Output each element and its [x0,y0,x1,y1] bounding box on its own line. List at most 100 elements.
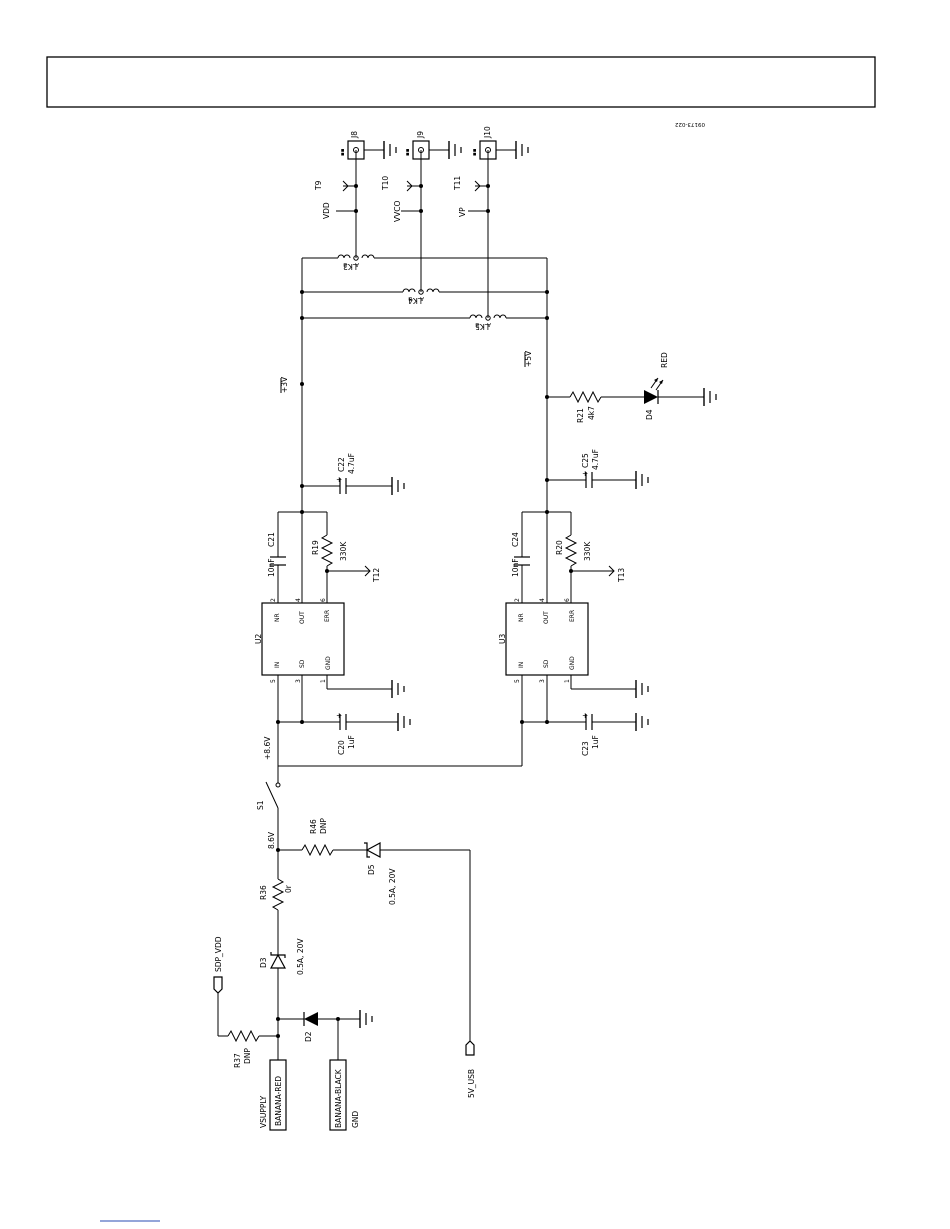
vsupply-label: VSUPPLY [259,1095,268,1128]
r19-value: 330K [339,541,348,561]
t10-testpoint [406,180,413,192]
c22-plus-sign: + [336,475,342,484]
banana-red-label: BANANA-RED [274,1076,283,1126]
c20-value: 1uF [347,735,356,749]
r37-value: DNP [243,1048,252,1064]
u3-pin-in: IN [518,662,525,668]
lk3-b: B [343,261,347,267]
c20-plus-sign: + [336,711,342,720]
r19-resistor [320,534,334,567]
t9-testpoint [342,180,349,192]
lk4-label: LK4 [408,296,422,305]
r46-ref: R46 [309,819,318,834]
r21-ref: R21 [576,408,585,423]
u2-pin-in: IN [274,662,281,668]
d4-value: RED [660,352,669,368]
usb-label: 5V_USB [467,1069,476,1098]
u2-pin-gnd: GND [325,656,332,670]
t11-testpoint [474,180,481,192]
u3-pin-sd: SD [543,659,550,668]
u3-pinnum-in: 5 [514,679,521,683]
r36-resistor [271,878,285,911]
u3-pinnum-nr: 2 [514,598,521,602]
lk5-b: B [475,321,479,327]
r21-value: 4k7 [587,406,596,420]
u3-pinnum-sd: 3 [539,679,546,683]
r37-ref: R37 [233,1053,242,1068]
c23-plus-sign: + [582,711,588,720]
d5-value: 0.5A, 20V [388,868,397,905]
u2-pin-out: OUT [299,611,306,624]
r46-resistor [301,843,334,857]
d2-diode [304,1012,318,1026]
d3-ref: D3 [259,957,268,968]
j8-marks: ▪▪ [340,148,346,156]
vp-label: VP [458,207,467,217]
r20-resistor [564,534,578,567]
d5-diode [365,841,381,859]
lk3-a: A [355,261,359,267]
s1-switch [265,781,279,809]
banana-black-label: BANANA-BLACK [334,1068,343,1128]
t9-label: T9 [314,180,323,191]
r36-ref: R36 [259,885,268,900]
s1-ref: S1 [256,800,265,810]
u2-pin-err: ERR [324,610,331,622]
c21-value: 10nF [267,558,276,577]
c22-value: 4.7uF [347,453,356,474]
r21-resistor [569,390,602,404]
u2-pin-sd: SD [299,659,306,668]
j8-ref: J8 [350,131,359,139]
j9-ref: J9 [416,131,425,139]
u3-pin-out: OUT [543,611,550,624]
d5-ref: D5 [367,864,376,875]
c25-value: 4.7uF [591,449,600,470]
lk5-label: LK5 [475,322,489,331]
u3-pinnum-gnd: 1 [564,679,571,683]
u3-pin-gnd: GND [569,656,576,670]
u2-regulator [261,602,345,676]
v86-in-label: 8.6V [267,831,276,849]
c24-value: 10nF [511,558,520,577]
t13-testpoint [608,565,615,577]
sdp-vdd-port [213,976,223,994]
r46-value: DNP [319,818,328,834]
lk4-link [402,288,440,295]
u3-pin-err: ERR [569,610,576,622]
sdp-vdd-label: SDP_VDD [214,936,223,972]
vvco-label: VVCO [393,201,402,222]
d4-led [644,390,658,404]
u2-ref: U2 [254,634,263,644]
u3-pinnum-err: 6 [564,598,571,602]
c23-ref: C23 [581,741,590,756]
r20-value: 330K [583,541,592,561]
c22-ref: C22 [337,457,346,472]
j10-marks: ▪▪ [472,148,478,156]
u2-pinnum-nr: 2 [270,598,277,602]
lk3-label: LK3 [343,262,357,271]
t10-label: T10 [381,176,390,191]
gnd-net-label: GND [351,1111,360,1128]
v3-label: +3V [280,376,289,393]
lk4-a: A [420,295,424,301]
vdd-label: VDD [322,202,331,219]
figure-id: 09173-022 [675,121,705,127]
r19-ref: R19 [311,540,320,555]
r37-resistor [227,1029,260,1043]
lk5-a: A [487,321,491,327]
j10-ref: J10 [483,126,492,139]
u3-ref: U3 [498,634,507,644]
r20-ref: R20 [555,540,564,555]
c24-ref: C24 [511,532,520,547]
d3-value: 0.5A, 20V [296,938,305,975]
c20-ref: C20 [337,740,346,755]
usb-port [465,1040,475,1056]
u2-pinnum-err: 6 [320,598,327,602]
u2-pinnum-out: 4 [295,598,302,602]
u2-pinnum-gnd: 1 [320,679,327,683]
t13-label: T13 [617,568,626,583]
t11-label: T11 [453,176,462,191]
v5-label: +5V [524,350,533,367]
t12-label: T12 [372,568,381,583]
lk4-b: B [408,295,412,301]
